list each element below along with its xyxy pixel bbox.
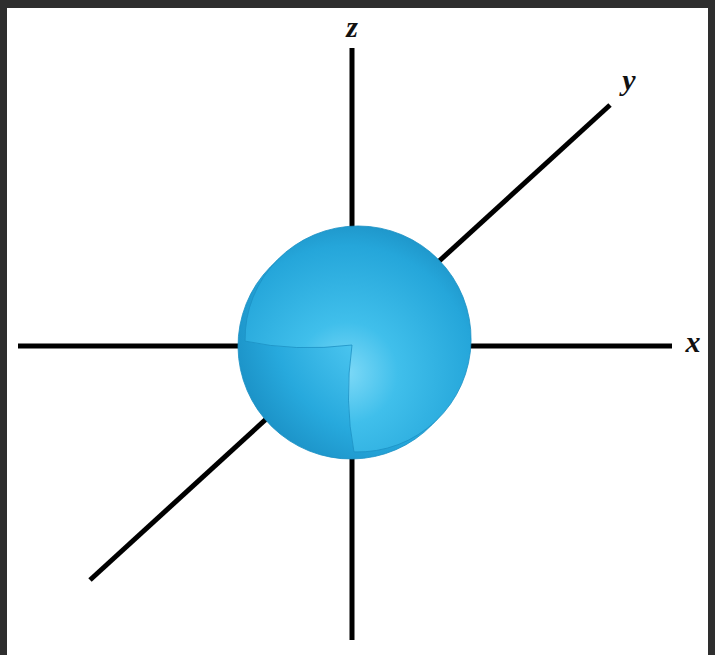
axes — [18, 48, 672, 640]
y-axis — [90, 105, 610, 580]
axis-label: x — [686, 327, 701, 357]
p-orbital-lobes — [238, 226, 471, 459]
axis-label: z — [346, 12, 358, 42]
axis-label: y — [622, 65, 635, 95]
lower-lobe — [245, 226, 471, 452]
